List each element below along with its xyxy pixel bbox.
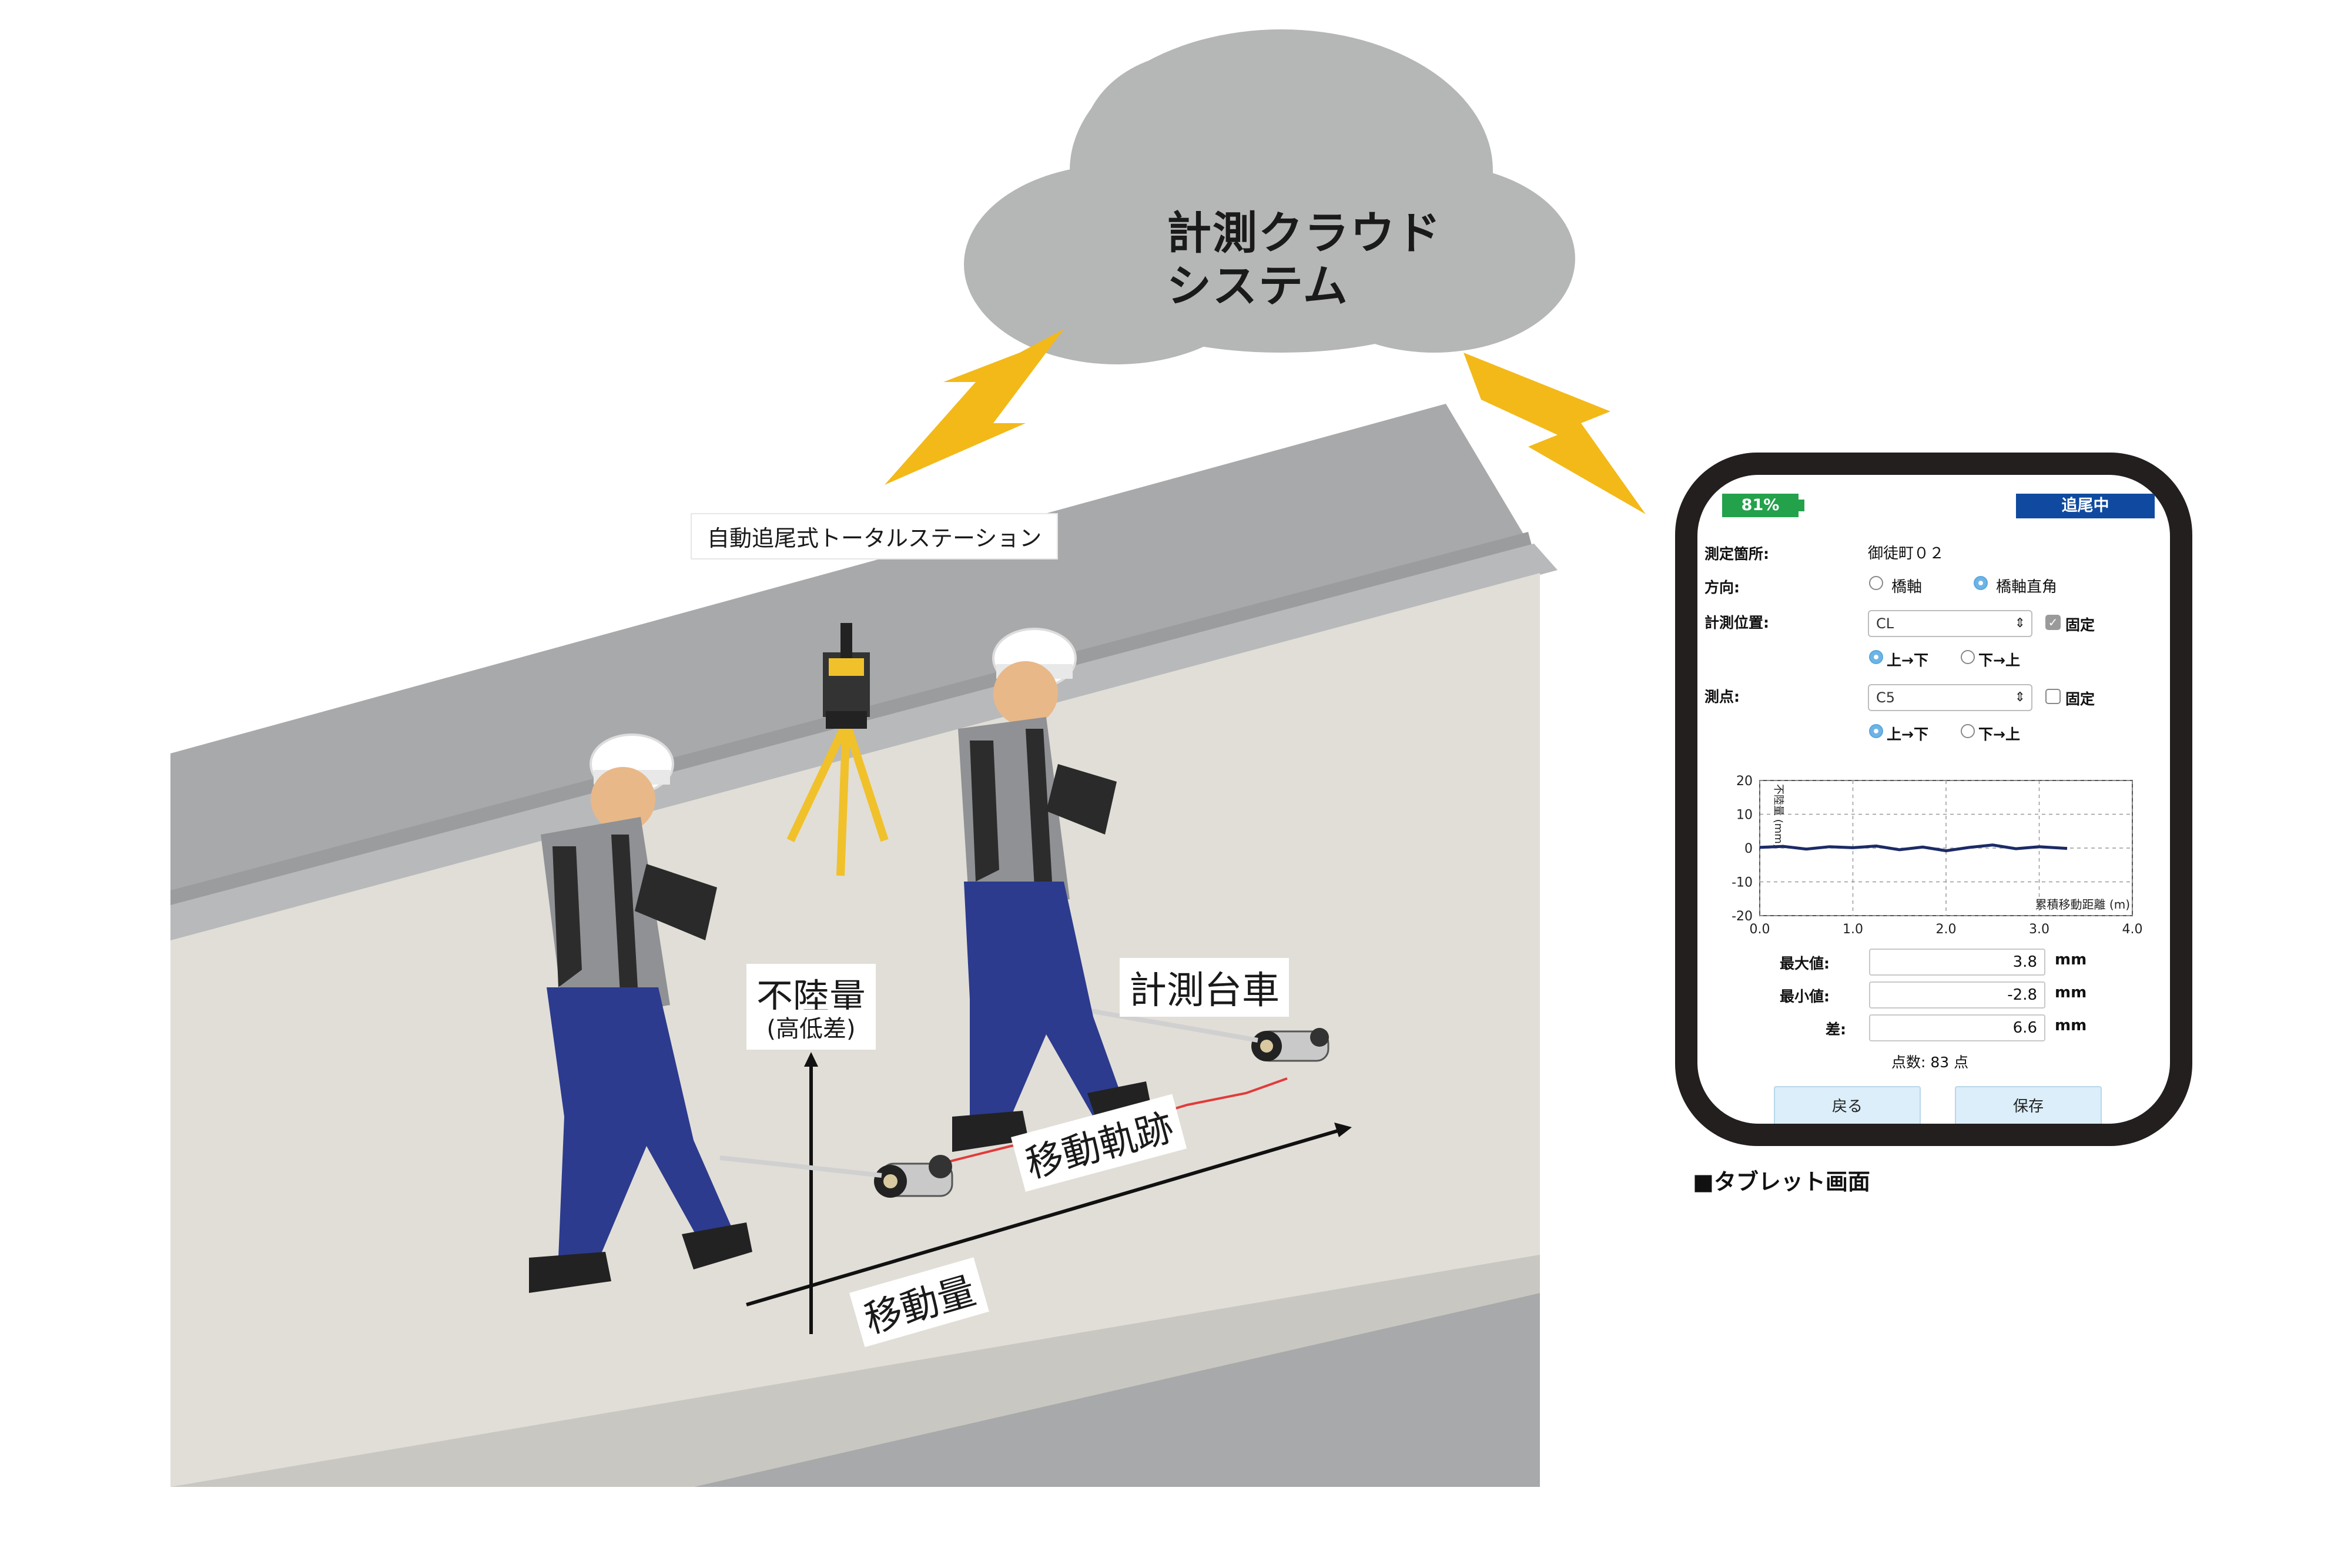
position-fixed-label: 固定 — [2065, 617, 2095, 634]
chart-x-tick-label: 4.0 — [2122, 922, 2143, 937]
position-order-radio-top-bottom[interactable] — [1869, 650, 1883, 664]
position-fixed-checkbox[interactable]: ✓ — [2045, 615, 2061, 630]
points-count: 点数: 83 点 — [1891, 1054, 1969, 1071]
point-fixed-label: 固定 — [2065, 691, 2095, 708]
direction-radio-perpendicular[interactable] — [1974, 576, 1988, 590]
chart-x-axis-label: 累積移動距離 (m) — [2035, 897, 2130, 912]
cloud-title-line2: システム — [1167, 260, 1349, 312]
position-label: 計測位置: — [1704, 614, 1769, 631]
direction-label: 方向: — [1704, 579, 1740, 596]
site-value: 御徒町０２ — [1868, 545, 1945, 562]
direction-option-perpendicular: 橋軸直角 — [1996, 578, 2058, 596]
measurement-cart-front-icon — [874, 1155, 953, 1198]
position-order-radio-bottom-top[interactable] — [1961, 650, 1975, 664]
max-value-field[interactable]: 3.8 — [1869, 949, 2045, 976]
chart-y-tick-label: 0 — [1744, 842, 1753, 856]
total-station-label: 自動追尾式トータルステーション — [691, 513, 1059, 559]
position-select[interactable]: CL ⇕ — [1868, 610, 2032, 637]
cloud-title-line1: 計測クラウド — [1167, 207, 1442, 259]
min-value-field[interactable]: -2.8 — [1869, 981, 2045, 1009]
worker-left-icon — [529, 733, 752, 1293]
vertical-axis-arrow — [804, 1052, 818, 1067]
point-fixed-checkbox[interactable] — [2045, 689, 2061, 704]
point-order-radio-bottom-top[interactable] — [1961, 724, 1975, 738]
point-order-radio-top-bottom[interactable] — [1869, 724, 1883, 738]
position-order-bottom-top: 下→上 — [1978, 652, 2020, 669]
select-arrows-icon: ⇕ — [2014, 690, 2025, 705]
chart-y-tick-label: 10 — [1736, 808, 1753, 823]
cloud-shape — [964, 29, 1575, 364]
chart-y-axis-label: 不陸量 (mm) — [1772, 784, 1784, 848]
cart-label: 計測台車 — [1120, 958, 1289, 1017]
total-station-icon — [786, 623, 889, 876]
min-unit: mm — [2055, 984, 2087, 1001]
min-label: 最小値: — [1780, 988, 1830, 1005]
chart-x-tick-label: 0.0 — [1750, 922, 1770, 937]
save-button[interactable]: 保存 — [1955, 1086, 2102, 1124]
lower-barrier-edge — [170, 1255, 1540, 1487]
chart-y-tick-label: -10 — [1732, 876, 1753, 890]
direction-option-bridge-axis: 橋軸 — [1891, 578, 1923, 596]
chart-x-tick-label: 2.0 — [1936, 922, 1957, 937]
position-select-value: CL — [1876, 615, 1894, 632]
lightning-left-icon — [885, 329, 1064, 485]
max-unit: mm — [2055, 951, 2087, 969]
battery-indicator: 81% — [1722, 494, 1799, 517]
chart-y-tick-label: -20 — [1732, 909, 1753, 924]
tracking-status-badge: 追尾中 — [2016, 494, 2155, 518]
diff-label: 差: — [1826, 1021, 1846, 1038]
point-select-value: C5 — [1876, 689, 1895, 706]
worker-right-icon — [952, 628, 1152, 1152]
barrier-wall-ledge — [170, 544, 1558, 940]
lightning-right-icon — [1463, 353, 1646, 514]
horizontal-axis-arrow — [1334, 1123, 1352, 1137]
position-order-top-bottom: 上→下 — [1887, 652, 1928, 669]
max-label: 最大値: — [1780, 955, 1830, 972]
tablet-screen: 81% 追尾中 測定箇所: 御徒町０２ 方向: 橋軸 橋軸直角 計測位置: CL… — [1697, 475, 2170, 1124]
chart-y-tick-label: 20 — [1736, 774, 1753, 789]
tablet-device: 81% 追尾中 測定箇所: 御徒町０２ 方向: 橋軸 橋軸直角 計測位置: CL… — [1675, 453, 2192, 1146]
point-label: 測点: — [1704, 688, 1740, 705]
diff-value-field[interactable]: 6.6 — [1869, 1014, 2045, 1041]
site-label: 測定箇所: — [1704, 545, 1769, 562]
chart-x-tick-label: 3.0 — [2029, 922, 2049, 937]
back-button[interactable]: 戻る — [1774, 1086, 1921, 1124]
diff-unit: mm — [2055, 1017, 2087, 1034]
point-order-bottom-top: 下→上 — [1978, 726, 2020, 743]
unevenness-chart: 20 10 0 -10 -200.0 1.0 2.0 3.0 4.0 累積移動距離 (m) 不陸量 … — [1732, 774, 2143, 937]
chart-series-line — [1759, 843, 2068, 853]
battery-icon — [1799, 500, 1804, 511]
point-order-top-bottom: 上→下 — [1887, 726, 1928, 743]
tablet-caption: ■タブレット画面 — [1693, 1169, 1870, 1195]
direction-radio-bridge-axis[interactable] — [1869, 576, 1883, 590]
unevenness-sub-label: (高低差) — [746, 1010, 876, 1050]
chart-x-tick-label: 1.0 — [1843, 922, 1863, 937]
measurement-cart-rear-icon — [1251, 1028, 1329, 1062]
horizontal-axis-line — [746, 1127, 1347, 1306]
select-arrows-icon: ⇕ — [2014, 616, 2025, 631]
point-select[interactable]: C5 ⇕ — [1868, 684, 2032, 711]
